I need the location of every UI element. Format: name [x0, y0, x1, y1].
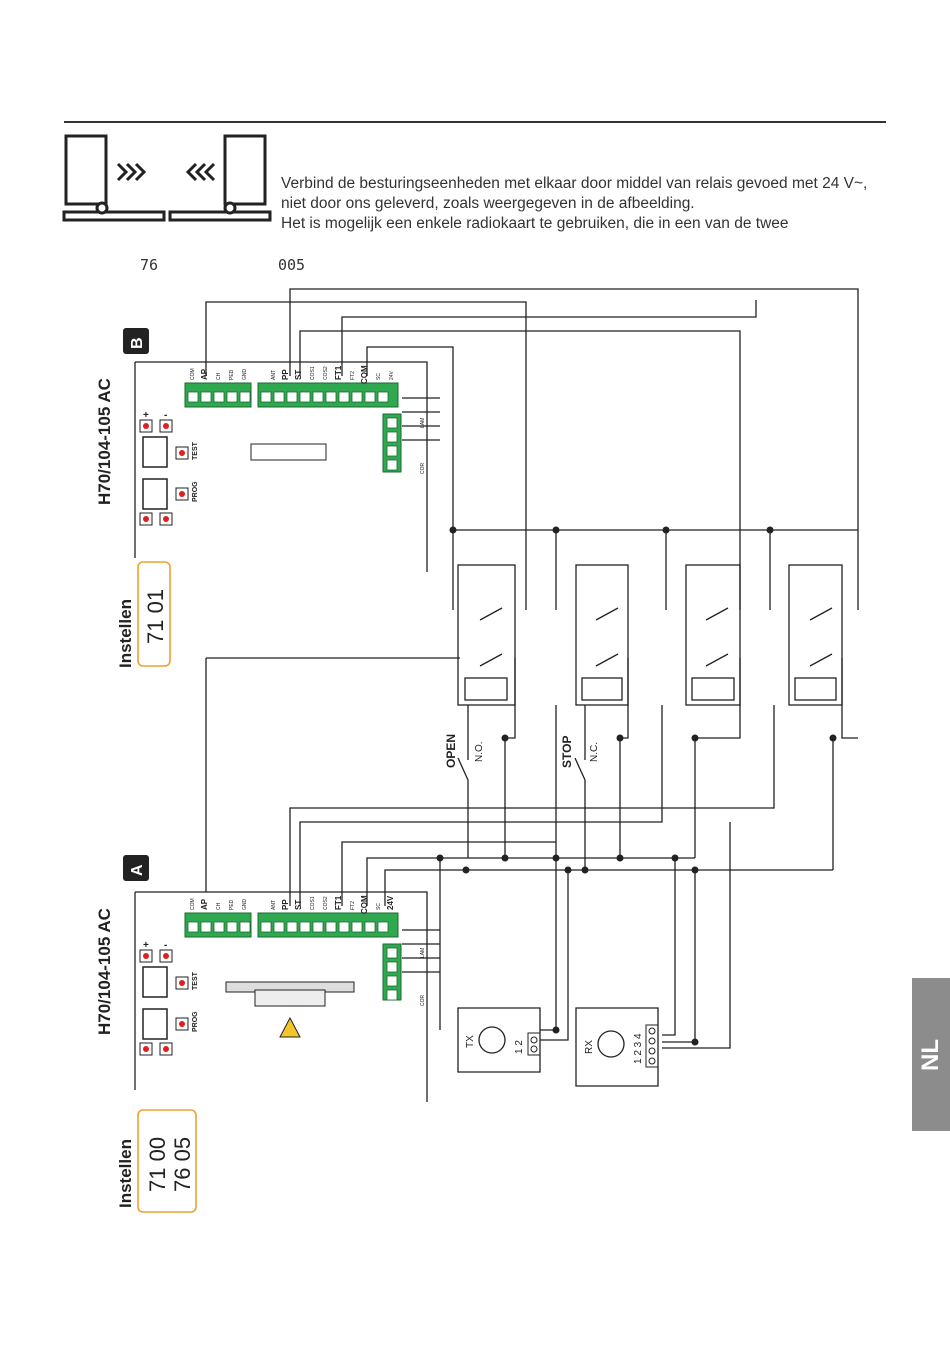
b-term-ant: ANT [271, 370, 277, 380]
panel-a-test-label: TEST [192, 971, 199, 990]
panel-b-model: H70/104-105 AC [95, 378, 114, 505]
b-term-ft2: FT2 [350, 371, 356, 380]
top-rule [64, 121, 886, 123]
b-term-24v: 24V [389, 370, 395, 380]
panel-b-badge: B [123, 328, 149, 354]
b-term-ped: PED [229, 369, 235, 380]
intro-line-2: niet door ons geleverd, zoals weergegeve… [281, 195, 695, 212]
a-term-ant: ANT [271, 900, 277, 910]
b-term-ch: CH [216, 372, 222, 380]
panel-a-cor-label: COR [420, 995, 426, 1007]
intro-text: Verbind de besturingseenheden met elkaar… [281, 174, 886, 234]
panel-a-plus-label: + [143, 940, 149, 951]
param-label-right: 005 [278, 256, 306, 274]
a-term-sc: SC [376, 903, 382, 910]
intro-line-3: Het is mogelijk een enkele radiokaart te… [281, 215, 789, 232]
panel-b-badge-text: B [129, 337, 146, 349]
a-term-ch: CH [216, 902, 222, 910]
panel-b-display-line-1: 71 01 [143, 589, 168, 644]
panel-a-display-line-2: 76 05 [170, 1137, 195, 1192]
language-tab-label: NL [917, 1038, 944, 1071]
b-term-cos2: COS2 [323, 366, 329, 380]
panel-b-cor-label: COR [420, 463, 426, 475]
panel-a-controls [137, 949, 355, 1213]
a-term-pp: PP [281, 899, 290, 910]
b-term-st: ST [294, 370, 303, 380]
rx-pins: 1 2 3 4 [633, 1033, 644, 1064]
a-term-cos1: COS1 [310, 896, 316, 910]
panel-a-model: H70/104-105 AC [95, 908, 114, 1035]
stop-contact-label: STOP [560, 736, 574, 768]
a-term-com2: COM [360, 895, 369, 914]
a-term-gnd: GND [242, 899, 248, 911]
panel-a-display-line-1: 71 00 [145, 1137, 170, 1192]
panel-a-settings-label: Instellen [116, 1139, 135, 1208]
panel-b-prog-label: PROG [192, 481, 199, 502]
stop-contact-type: N.C. [589, 742, 600, 762]
panel-a-lam-label: LAM [420, 948, 426, 958]
panel-b-plus-label: + [143, 410, 149, 421]
panel-b-settings-label: Instellen [116, 599, 135, 668]
panel-a-minus-label: - [164, 940, 167, 951]
panel-a-badge-text: A [129, 864, 146, 876]
rx-label: RX [584, 1040, 595, 1054]
b-term-cos1: COS1 [310, 366, 316, 380]
rx-module [575, 1007, 659, 1087]
a-term-com: COM [190, 898, 196, 910]
tx-label: TX [465, 1035, 476, 1048]
a-term-cos2: COS2 [323, 896, 329, 910]
b-term-ap: AP [200, 368, 209, 380]
panel-a-prog-label: PROG [192, 1011, 199, 1032]
tx-module [457, 1007, 541, 1073]
panel-b-minus-label: - [164, 410, 167, 421]
panel-b-lam-label: LAM [420, 418, 426, 428]
intro-line-1: Verbind de besturingseenheden met elkaar… [281, 175, 868, 192]
tx-pins: 1 2 [514, 1040, 525, 1054]
a-term-ped: PED [229, 899, 235, 910]
b-term-com: COM [190, 368, 196, 380]
language-tab: NL [912, 978, 950, 1131]
a-term-ft2: FT2 [350, 901, 356, 910]
panel-b-controls [137, 419, 327, 667]
param-label-left: 76 [140, 256, 159, 274]
sliding-gates-icon [62, 134, 272, 222]
a-term-st: ST [294, 900, 303, 910]
open-contact-type: N.O. [474, 741, 485, 762]
b-term-sc: SC [376, 373, 382, 380]
panel-b-test-label: TEST [192, 441, 199, 460]
panel-a-badge: A [123, 855, 149, 881]
b-term-gnd: GND [242, 369, 248, 381]
b-term-ft1: FT1 [334, 365, 343, 380]
a-term-24v: 24V [386, 895, 395, 910]
a-term-ap: AP [200, 898, 209, 910]
open-contact-label: OPEN [444, 734, 458, 768]
a-term-ft1: FT1 [334, 895, 343, 910]
b-term-pp: PP [281, 369, 290, 380]
b-term-com2: COM [360, 365, 369, 384]
